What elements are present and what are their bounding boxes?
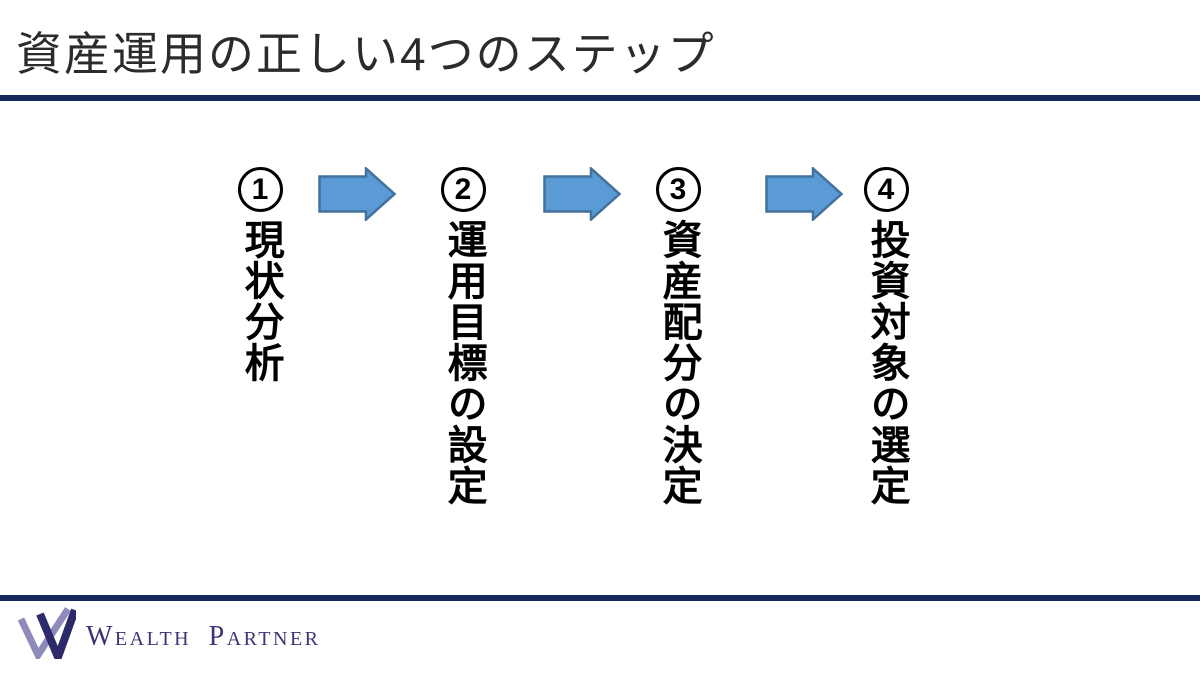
step-column-2: 2 運用目標の設定 (423, 167, 503, 506)
flow-arrow-icon-2 (543, 167, 621, 221)
page-title: 資産運用の正しい4つのステップ (16, 28, 716, 80)
arrow-shape (318, 167, 396, 221)
step-label-1: 現状分析 (238, 219, 283, 383)
step-label-2: 運用目標の設定 (441, 219, 486, 506)
step-column-3: 3 資産配分の決定 (638, 167, 718, 506)
flow-arrow-icon-3 (765, 167, 843, 221)
logo-check-dark (36, 608, 76, 659)
arrow-shape (765, 167, 843, 221)
step-column-1: 1 現状分析 (220, 167, 300, 383)
title-divider (0, 95, 1200, 101)
footer: Wealth Partner (0, 601, 1200, 675)
step-number-badge-1: 1 (237, 167, 283, 212)
step-label-4: 投資対象の選定 (864, 219, 909, 506)
brand-name: Wealth Partner (86, 621, 321, 652)
step-label-3: 資産配分の決定 (656, 219, 701, 506)
logo-check-light (17, 607, 71, 659)
step-number-badge-2: 2 (440, 167, 486, 212)
step-column-4: 4 投資対象の選定 (846, 167, 926, 506)
step-number-badge-4: 4 (863, 167, 909, 212)
footer-divider (0, 595, 1200, 601)
wealth-partner-logo-icon (17, 607, 76, 659)
flow-arrow-icon-1 (318, 167, 396, 221)
arrow-shape (543, 167, 621, 221)
step-number-badge-3: 3 (655, 167, 701, 212)
